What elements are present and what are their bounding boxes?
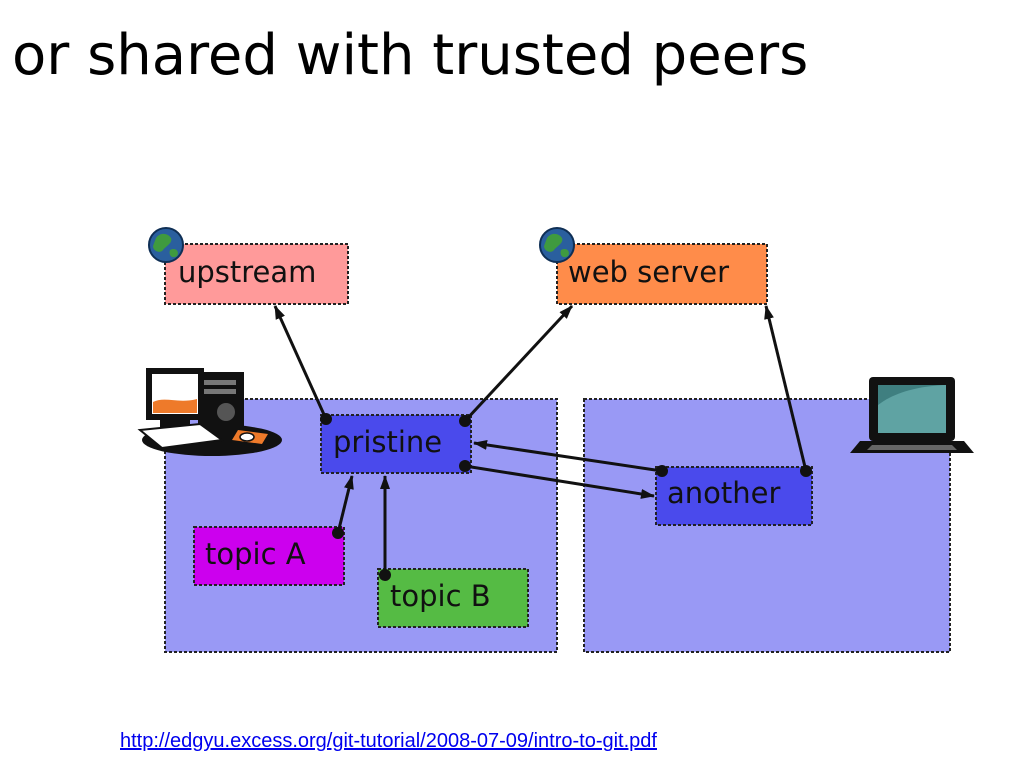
source-link[interactable]: http://edgyu.excess.org/git-tutorial/200… (120, 730, 657, 752)
globe-icon (148, 227, 184, 263)
slide-title: or shared with trusted peers (12, 23, 809, 88)
connector-dot (320, 413, 332, 425)
globe-icon (539, 227, 575, 263)
connector-dot (379, 569, 391, 581)
arrow-pristine-to-web-server (463, 304, 574, 423)
connector-dot (800, 465, 812, 477)
topic-b-label: topic B (390, 579, 491, 613)
laptop-icon (850, 377, 974, 453)
upstream-label: upstream (178, 255, 316, 289)
pristine-label: pristine (333, 425, 442, 459)
connector-dot (656, 465, 668, 477)
pristine-node: pristine (320, 414, 472, 474)
connector-dot (459, 460, 471, 472)
topic-a-node: topic A (193, 526, 345, 586)
connector-dot (332, 527, 344, 539)
desktop-computer-icon (137, 368, 282, 456)
topic-a-label: topic A (205, 537, 306, 571)
web-server-node: web server (556, 243, 768, 305)
arrow-pristine-to-another (464, 464, 655, 499)
arrow-topic-a-to-pristine (336, 475, 354, 534)
arrow-another-to-web-server (764, 305, 808, 472)
another-node: another (655, 466, 813, 526)
another-label: another (667, 476, 780, 510)
upstream-node: upstream (164, 243, 349, 305)
arrow-another-to-pristine (473, 439, 663, 473)
web-server-label: web server (568, 255, 729, 289)
connector-dot (459, 415, 471, 427)
arrow-pristine-to-upstream (273, 305, 328, 420)
topic-b-node: topic B (377, 568, 529, 628)
